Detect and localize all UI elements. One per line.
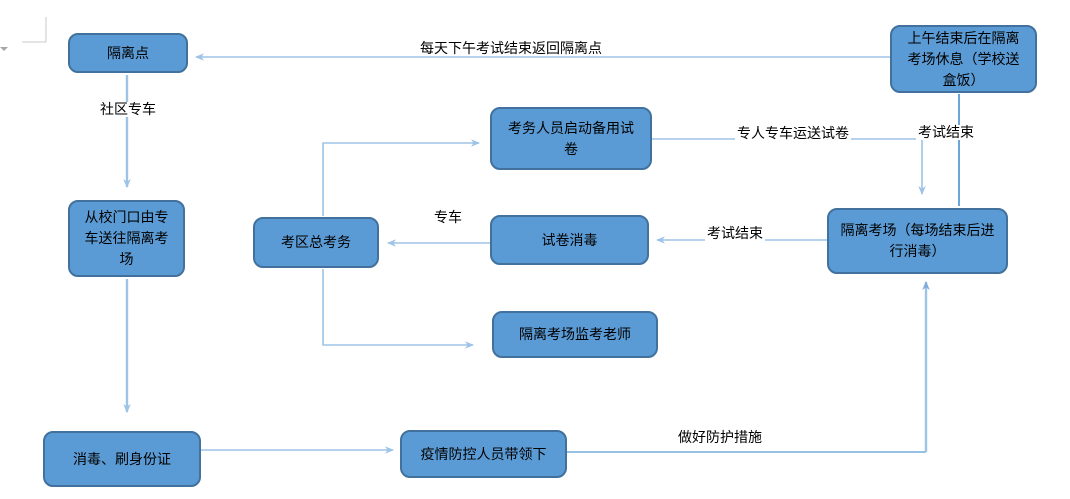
node-isolation-point[interactable]: 隔离点: [68, 33, 188, 73]
outline-collapse-icon: [0, 47, 8, 51]
edge-label-exam-end-right[interactable]: 考试结束: [916, 124, 976, 140]
node-epidemic-control-staff[interactable]: 疫情防控人员带领下: [400, 430, 567, 478]
connector-to-invigilators: [322, 269, 474, 349]
edge-label-transport-papers[interactable]: 专人专车运送试卷: [735, 125, 851, 141]
connector-transport-papers: [652, 138, 926, 195]
node-isolation-exam-room[interactable]: 隔离考场（每场结束后进 行消毒）: [827, 208, 1008, 274]
node-disinfect-id-check[interactable]: 消毒、刷身份证: [43, 431, 201, 487]
page-margin-mark: [22, 17, 47, 43]
edge-label-exam-end-mid[interactable]: 考试结束: [705, 225, 765, 241]
edge-label-dedicated-bus[interactable]: 专车: [432, 209, 464, 225]
node-district-chief-office[interactable]: 考区总考务: [253, 217, 379, 268]
edge-label-return-daily[interactable]: 每天下午考试结束返回隔离点: [418, 40, 604, 56]
node-school-gate-transfer[interactable]: 从校门口由专 车送往隔离考 场: [68, 200, 185, 277]
node-backup-papers[interactable]: 考务人员启动备用试 卷: [490, 107, 652, 170]
node-morning-rest[interactable]: 上午结束后在隔离 考场休息（学校送 盒饭）: [890, 25, 1037, 93]
node-paper-disinfection[interactable]: 试卷消毒: [490, 215, 649, 265]
edge-label-protective-measures[interactable]: 做好防护措施: [676, 429, 764, 445]
node-invigilators[interactable]: 隔离考场监考老师: [492, 311, 658, 358]
connector-to-backup-papers: [322, 139, 480, 216]
edge-label-community-bus[interactable]: 社区专车: [98, 101, 158, 117]
